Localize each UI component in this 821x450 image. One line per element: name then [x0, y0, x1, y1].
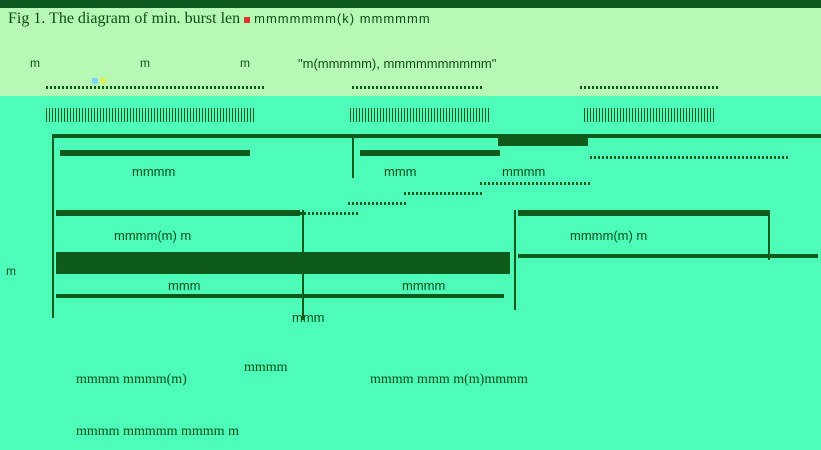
box-label-2: mmm	[384, 164, 417, 179]
formula-line1-left: mmmm mmmm(m)	[76, 372, 187, 388]
lower-label-1: mmm	[168, 278, 201, 293]
bar-segment-3	[498, 136, 588, 146]
header-marker-3: m	[240, 56, 250, 70]
column-hatch-2	[350, 108, 490, 122]
header-marker-1: m	[30, 56, 40, 70]
mid-vertical-line-top	[352, 138, 354, 178]
figure-caption: Fig 1. The diagram of min. burst len mmm…	[8, 10, 431, 28]
stair-step-1	[300, 212, 360, 215]
row-bar-left	[56, 210, 300, 216]
stair-step-4	[480, 182, 590, 185]
stair-step-2	[348, 202, 408, 205]
row-label-left: mmmm(m) m	[114, 228, 191, 243]
column-hatch-3	[584, 108, 714, 122]
top-band	[0, 0, 821, 8]
dark-band-extension	[518, 254, 818, 258]
lower-label-2: mmmm	[402, 278, 445, 293]
column-hatch-1	[46, 108, 256, 122]
box-label-3: mmmm	[502, 164, 545, 179]
color-swatch-blue	[92, 78, 98, 84]
dark-band	[56, 252, 510, 274]
header-dots-left	[46, 86, 266, 89]
header-dots-right	[580, 86, 720, 89]
top-axis-bar	[52, 134, 821, 138]
row-bar-right	[518, 210, 768, 216]
formula-line1-mid: mmmm	[244, 360, 288, 376]
caption-tail: mmmmmmm(k) mmmmmm	[254, 11, 431, 26]
formula-line2: mmmm mmmmm mmmm m	[76, 424, 239, 440]
far-right-vertical-line	[768, 210, 770, 260]
left-side-marker: m	[6, 264, 16, 278]
header-dots-mid	[352, 86, 482, 89]
row-label-right: mmmm(m) m	[570, 228, 647, 243]
formula-line1-right: mmmm mmm m(m)mmmm	[370, 372, 528, 388]
color-swatch-red	[244, 17, 250, 23]
color-swatch-yellow	[100, 78, 106, 84]
right-vertical-line	[514, 210, 516, 310]
caption-text: Fig 1. The diagram of min. burst len	[8, 10, 240, 27]
box-label-1: mmmm	[132, 164, 175, 179]
left-vertical-line	[52, 138, 54, 318]
stair-step-3	[404, 192, 484, 195]
subheading: "m(mmmmm), mmmmmmmmmm"	[298, 56, 496, 71]
bar-segment-2	[360, 150, 500, 156]
bar-segment-1	[60, 150, 250, 156]
slope-line-right	[590, 156, 790, 159]
header-marker-2: m	[140, 56, 150, 70]
lower-label-3: mmm	[292, 310, 325, 325]
lower-bar	[56, 294, 504, 298]
